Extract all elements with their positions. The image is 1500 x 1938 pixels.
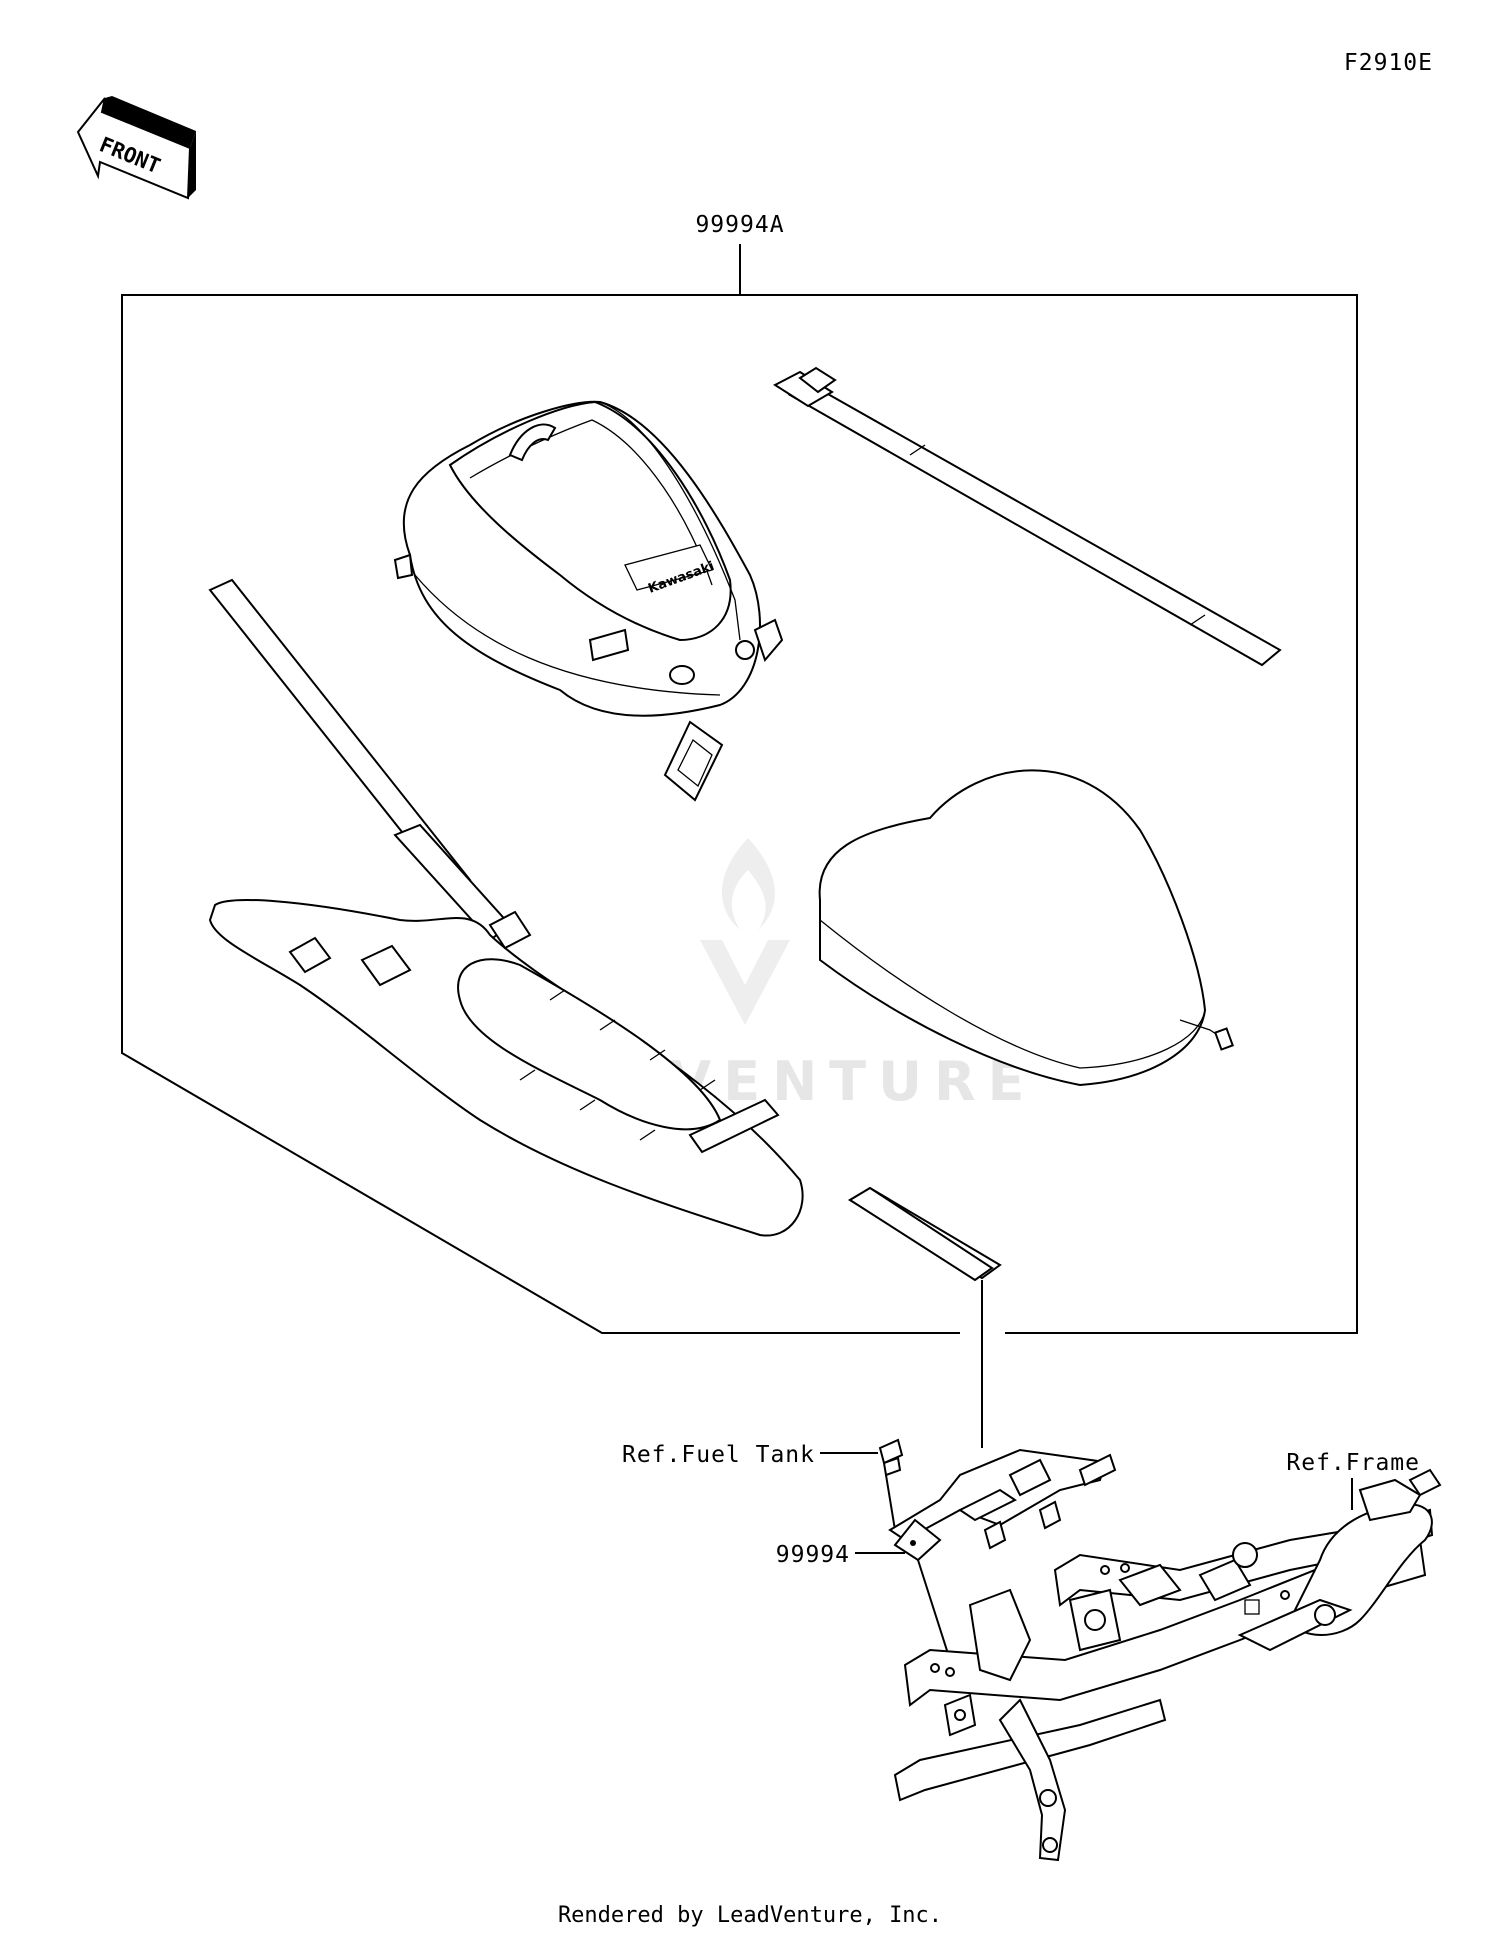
fuel-tank-ref-label: Ref.Fuel Tank — [622, 1442, 815, 1468]
frame — [893, 1468, 1442, 1862]
adjustable-strap — [773, 366, 1282, 667]
footer-credit: Rendered by LeadVenture, Inc. — [558, 1903, 942, 1928]
rain-cover — [818, 769, 1234, 1087]
diagram-code: F2910E — [1344, 50, 1433, 76]
tank-bag: Kawasaki — [393, 400, 784, 802]
bracket-part-number: 99994 — [776, 1542, 850, 1568]
front-arrow-icon: FRONT — [76, 96, 196, 200]
tank-bag-bracket — [888, 1448, 1117, 1562]
kit-part-number: 99994A — [695, 212, 784, 238]
tank-harness — [208, 578, 1002, 1282]
bolt — [878, 1438, 904, 1531]
frame-ref-label: Ref.Frame — [1286, 1450, 1420, 1476]
kit-boundary — [121, 294, 1358, 1334]
